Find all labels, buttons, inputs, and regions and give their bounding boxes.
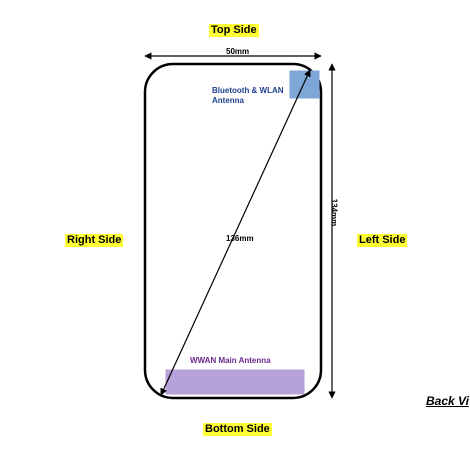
diagonal-dimension-arrow bbox=[160, 69, 311, 396]
bt-wlan-antenna-label: Bluetooth & WLAN Antenna bbox=[212, 86, 284, 106]
left-side-label: Left Side bbox=[357, 234, 408, 247]
top-side-label: Top Side bbox=[209, 24, 259, 37]
width-dimension-label: 50mm bbox=[226, 47, 250, 56]
bt-wlan-antenna bbox=[289, 70, 320, 99]
right-side-label: Right Side bbox=[65, 234, 124, 247]
bt-wlan-label-line2: Antenna bbox=[212, 96, 244, 105]
wwan-main-antenna bbox=[165, 369, 305, 395]
device-body bbox=[143, 62, 323, 400]
diagonal-dimension-label: 136mm bbox=[226, 234, 254, 243]
back-view-label: Back Vi bbox=[426, 394, 469, 408]
wwan-antenna-label: WWAN Main Antenna bbox=[190, 356, 271, 365]
bt-wlan-label-line1: Bluetooth & WLAN bbox=[212, 86, 284, 95]
height-dimension-label: 134mm bbox=[329, 198, 339, 227]
bottom-side-label: Bottom Side bbox=[203, 423, 272, 436]
